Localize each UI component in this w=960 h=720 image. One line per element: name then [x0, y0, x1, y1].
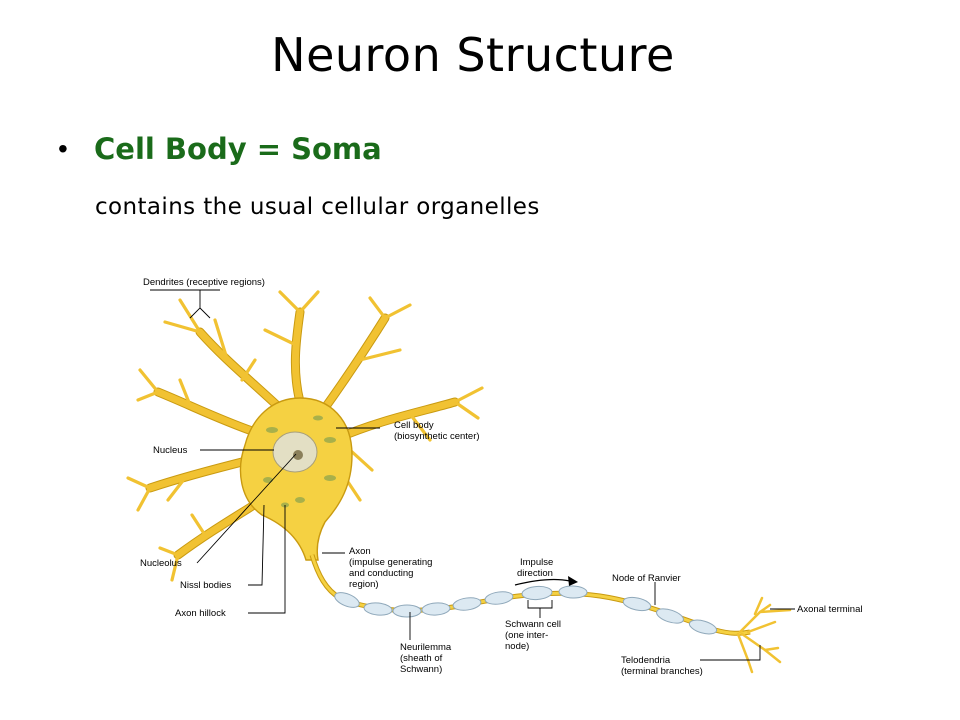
cell-body: [239, 397, 353, 561]
label-axon-detail-3: region): [349, 579, 379, 590]
label-telodendria: Telodendria: [621, 655, 671, 666]
label-dendrites: Dendrites (receptive regions): [143, 277, 265, 288]
nucleolus: [293, 450, 303, 460]
leader-lines: [150, 289, 795, 661]
label-schwann-detail-1: (one inter-: [505, 630, 548, 641]
label-impulse: Impulse: [520, 557, 553, 568]
label-schwann-detail-2: node): [505, 641, 529, 652]
label-nucleus: Nucleus: [153, 445, 188, 456]
label-nissl-bodies: Nissl bodies: [180, 580, 231, 591]
label-node-of-ranvier: Node of Ranvier: [612, 573, 681, 584]
label-axon-hillock: Axon hillock: [175, 608, 226, 619]
label-telodendria-detail: (terminal branches): [621, 666, 703, 677]
bullet-subtext: contains the usual cellular organelles: [95, 194, 540, 220]
bullet-item: • Cell Body = Soma: [58, 132, 382, 166]
label-nucleolus: Nucleolus: [140, 558, 182, 569]
slide-title: Neuron Structure: [271, 28, 675, 82]
diagram-labels: Dendrites (receptive regions) Cell body …: [140, 277, 862, 677]
dendrites: [126, 290, 484, 582]
label-axon-detail-1: (impulse generating: [349, 557, 432, 568]
label-neurilemma: Neurilemma: [400, 642, 452, 653]
label-schwann-cell: Schwann cell: [505, 619, 561, 630]
myelin-sheath: [334, 585, 718, 635]
label-neurilemma-detail-1: (sheath of: [400, 653, 443, 664]
label-impulse-direction: direction: [517, 568, 553, 579]
label-cell-body: Cell body: [394, 420, 434, 431]
label-cell-body-detail: (biosynthetic center): [394, 431, 480, 442]
telodendria: [736, 596, 792, 674]
bullet-dot-icon: •: [58, 133, 68, 164]
label-neurilemma-detail-2: Schwann): [400, 664, 442, 675]
impulse-arrow: [514, 576, 578, 586]
label-axon-detail-2: and conducting: [349, 568, 413, 579]
label-axonal-terminal: Axonal terminal: [797, 604, 862, 615]
label-axon: Axon: [349, 546, 371, 557]
bullet-text: Cell Body = Soma: [94, 132, 382, 166]
